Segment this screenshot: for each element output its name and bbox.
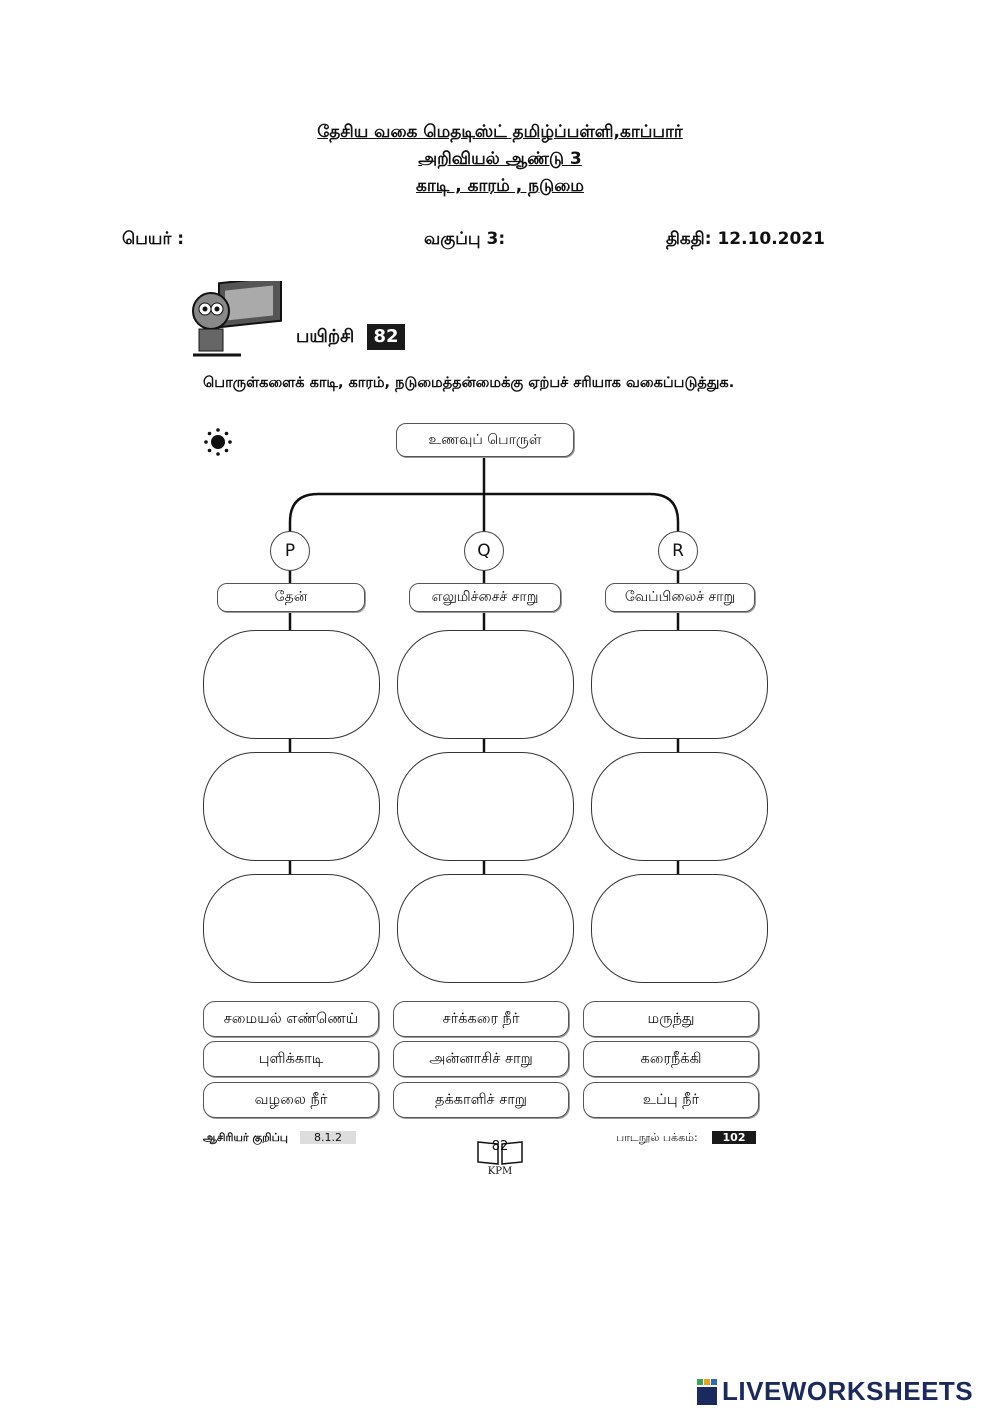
textbook-page-label: பாடநூல் பக்கம்: [616, 1131, 698, 1144]
subject-title: அறிவியல் ஆண்டு 3 [418, 149, 582, 169]
option-chip[interactable]: உப்பு நீர் [583, 1082, 759, 1118]
option-chip[interactable]: புளிக்காடி [203, 1041, 379, 1077]
exercise-number: 82 [367, 324, 405, 350]
drop-box-q-1[interactable] [397, 630, 574, 739]
drop-box-r-2[interactable] [591, 752, 768, 861]
group-r-circle: R [658, 531, 698, 571]
liveworksheets-brand: LIVEWORKSHEETS [722, 1376, 974, 1406]
teacher-note-code: 8.1.2 [300, 1131, 356, 1144]
group-r-example: வேப்பிலைச் சாறு [605, 583, 755, 612]
drop-box-p-3[interactable] [203, 874, 380, 983]
option-chip[interactable]: வழலை நீர் [203, 1082, 379, 1118]
instruction-text: பொருள்களைக் காடி, காரம், நடுமைத்தன்மைக்க… [203, 375, 735, 391]
liveworksheets-logo-icon [697, 1379, 717, 1405]
option-chip[interactable]: தக்காளிச் சாறு [393, 1082, 569, 1118]
option-chip[interactable]: கரைநீக்கி [583, 1041, 759, 1077]
textbook-page-number: 102 [712, 1131, 756, 1144]
sun-icon [204, 428, 232, 456]
option-chip[interactable]: மருந்து [583, 1001, 759, 1037]
topic-title: காடி , காரம் , நடுமை [416, 176, 584, 196]
drop-box-r-3[interactable] [591, 874, 768, 983]
option-chip[interactable]: சமையல் எண்ணெய் [203, 1001, 379, 1037]
date-label: திகதி: 12.10.2021 [666, 229, 825, 249]
group-p-example: தேன் [217, 583, 365, 612]
name-label: பெயர் : [122, 229, 185, 249]
option-chip[interactable]: அன்னாசிச் சாறு [393, 1041, 569, 1077]
drop-box-q-3[interactable] [397, 874, 574, 983]
drop-box-r-1[interactable] [591, 630, 768, 739]
drop-box-p-2[interactable] [203, 752, 380, 861]
root-food-item: உணவுப் பொருள் [396, 423, 574, 457]
book-icon [477, 1141, 523, 1165]
school-name: தேசிய வகை மெதடிஸ்ட் தமிழ்ப்பள்ளி,காப்பார… [317, 122, 683, 142]
class-label: வகுப்பு 3: [424, 229, 506, 249]
teacher-note-label: ஆசிரியர் குறிப்பு [203, 1131, 288, 1144]
group-q-circle: Q [464, 531, 504, 571]
exercise-title: பயிற்சி [296, 326, 355, 347]
option-chip[interactable]: சர்க்கரை நீர் [393, 1001, 569, 1037]
group-q-example: எலுமிச்சைச் சாறு [409, 583, 561, 612]
publisher: KPM [487, 1166, 513, 1177]
drop-box-p-1[interactable] [203, 630, 380, 739]
group-p-circle: P [270, 531, 310, 571]
drop-box-q-2[interactable] [397, 752, 574, 861]
page-number: 82 [491, 1139, 509, 1154]
robot-mascot-icon [192, 281, 282, 357]
